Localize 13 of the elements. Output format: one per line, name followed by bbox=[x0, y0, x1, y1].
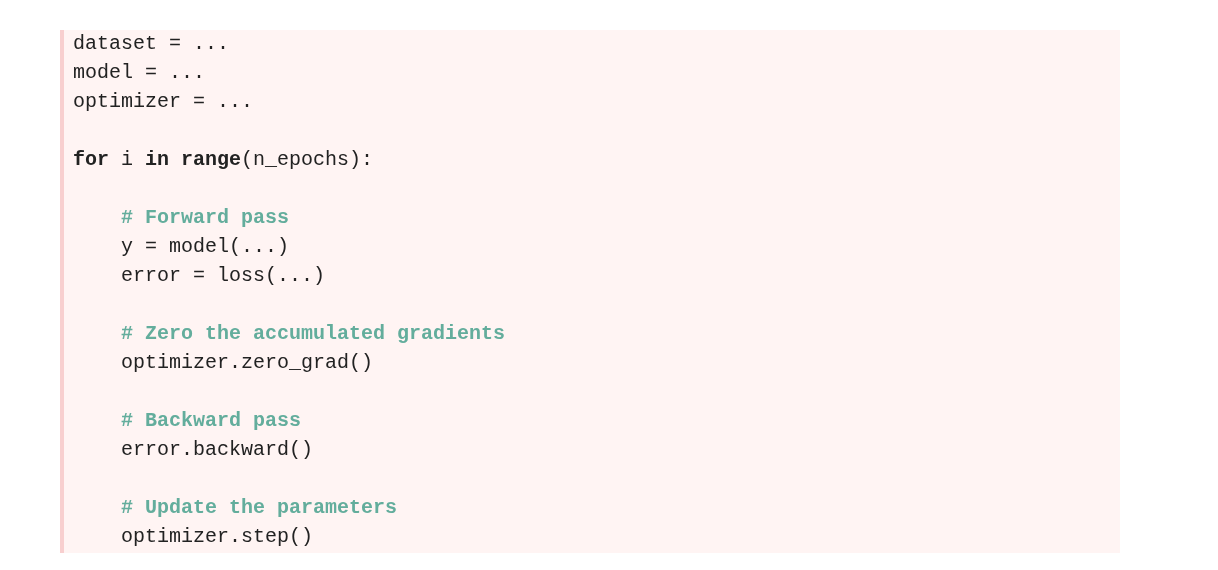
code-line: error = loss(...) bbox=[121, 264, 326, 288]
code-line: for i in range(n_epochs): bbox=[73, 148, 374, 172]
code-comment: # Zero the accumulated gradients bbox=[121, 322, 506, 346]
code-line: y = model(...) bbox=[121, 235, 290, 259]
code-line: dataset = ... bbox=[73, 32, 230, 56]
code-line: optimizer.zero_grad() bbox=[121, 351, 374, 375]
code-line: error.backward() bbox=[121, 438, 314, 462]
code-comment: # Forward pass bbox=[121, 206, 290, 230]
code-line: optimizer.step() bbox=[121, 525, 314, 549]
code-comment: # Update the parameters bbox=[121, 496, 398, 520]
code-line: optimizer = ... bbox=[73, 90, 254, 114]
code-line: model = ... bbox=[73, 61, 206, 85]
code-comment: # Backward pass bbox=[121, 409, 302, 433]
